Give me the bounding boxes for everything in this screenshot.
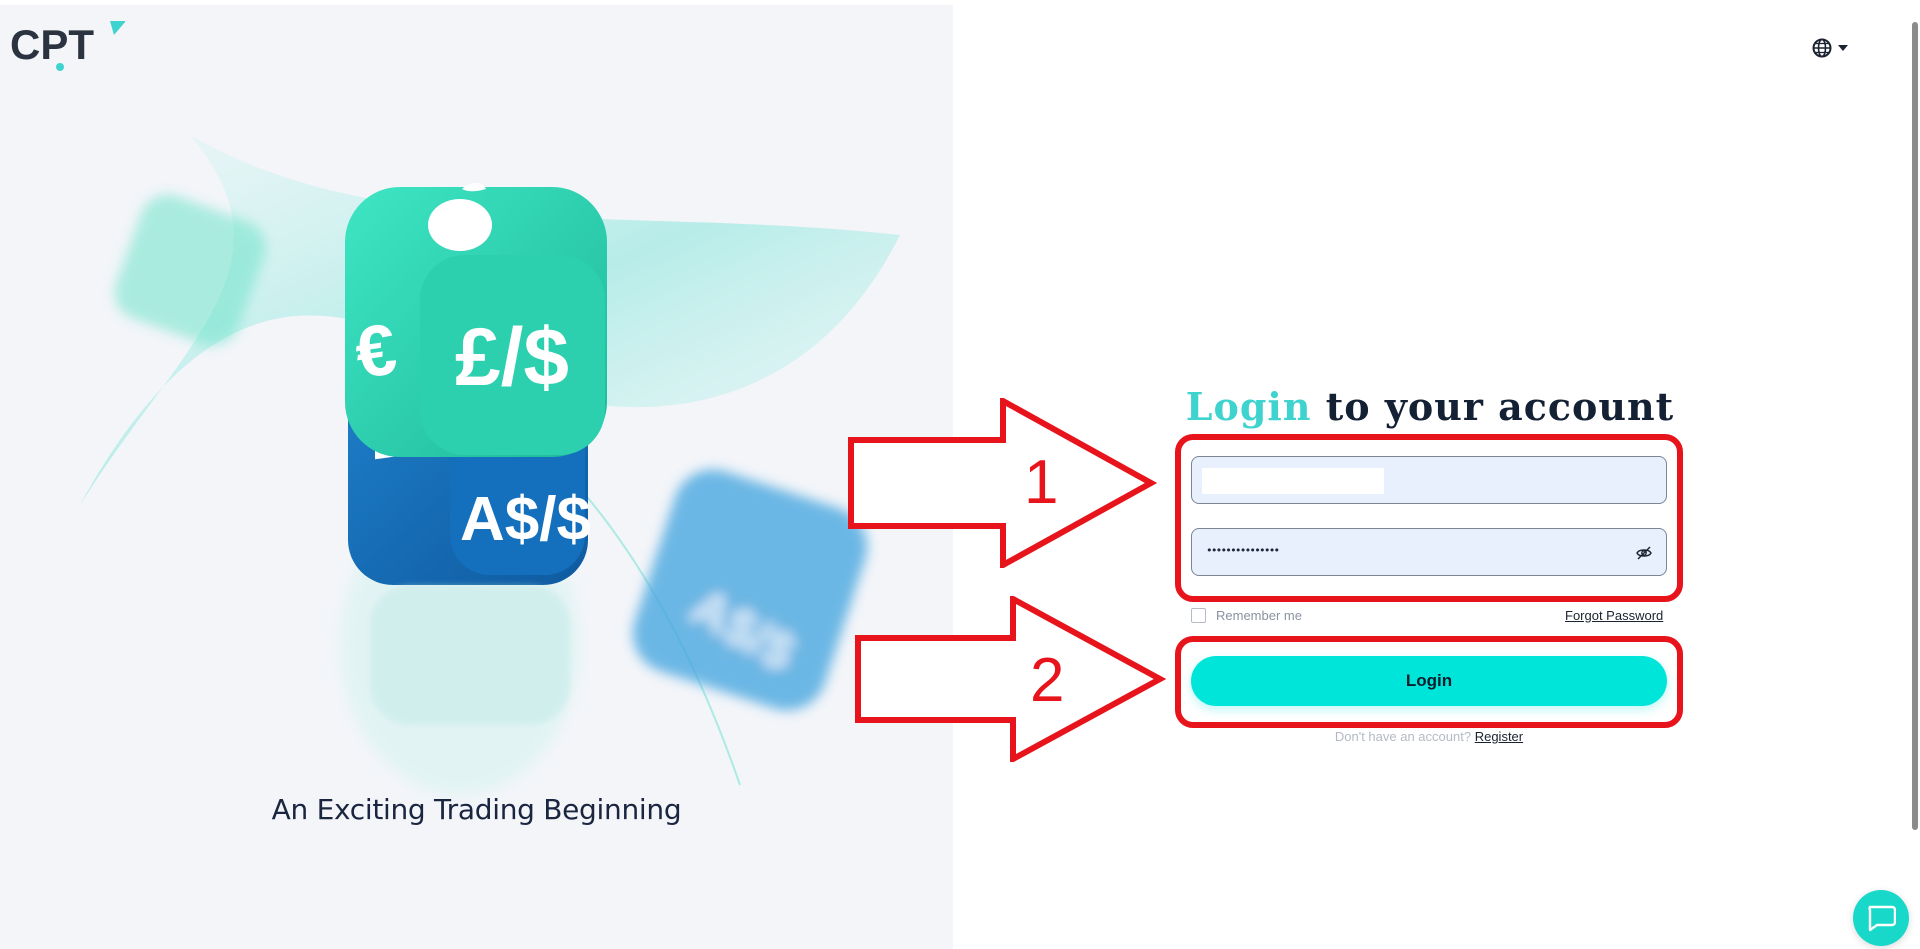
forgot-password-link[interactable]: Forgot Password [1565, 608, 1664, 623]
language-selector[interactable] [1812, 36, 1852, 60]
caret-down-icon [1838, 45, 1848, 51]
blurred-die-small [114, 194, 266, 346]
username-value [1202, 468, 1384, 494]
remember-me-label: Remember me [1216, 608, 1302, 623]
annotation-arrow-2 [855, 596, 1167, 762]
apple-icon [428, 183, 492, 251]
login-button[interactable]: Login [1191, 656, 1667, 706]
chat-bubble-icon [1868, 905, 1896, 932]
remember-me[interactable]: Remember me [1191, 608, 1302, 623]
die-green: € £/$ [345, 183, 607, 457]
svg-text:£/$: £/$ [455, 312, 569, 403]
globe-icon [1812, 38, 1832, 58]
register-line: Don't have an account? Register [1191, 729, 1667, 744]
register-link[interactable]: Register [1474, 729, 1524, 744]
hero-caption: An Exciting Trading Beginning [271, 793, 682, 826]
login-title: Login to your account [1100, 384, 1760, 429]
svg-text:CPT: CPT [10, 21, 94, 68]
no-account-text: Don't have an account? [1334, 729, 1472, 744]
password-value: ••••••••••••••• [1206, 544, 1280, 557]
chat-button[interactable] [1853, 890, 1909, 946]
scrollbar[interactable] [1910, 0, 1920, 949]
hero-illustration: A$/$ A$/$ [80, 135, 900, 795]
eye-off-icon[interactable] [1636, 545, 1652, 561]
annotation-box-credentials [1175, 434, 1683, 602]
scrollbar-thumb[interactable] [1912, 22, 1918, 830]
blurred-die-large: A$/$ [632, 469, 868, 711]
login-title-accent: Login [1185, 384, 1312, 429]
remember-me-checkbox[interactable] [1191, 608, 1206, 623]
password-field[interactable]: ••••••••••••••• [1191, 528, 1667, 576]
username-field[interactable] [1191, 456, 1667, 504]
cpt-logo[interactable]: CPT [10, 19, 125, 71]
annotation-arrow-1 [848, 398, 1158, 568]
annotation-step-1: 1 [1024, 448, 1059, 517]
annotation-step-2: 2 [1030, 646, 1065, 715]
hero-panel: CPT [0, 0, 953, 949]
svg-text:A$/$: A$/$ [460, 485, 591, 554]
annotation-box-login [1175, 636, 1683, 728]
login-title-rest: to your account [1311, 384, 1675, 429]
